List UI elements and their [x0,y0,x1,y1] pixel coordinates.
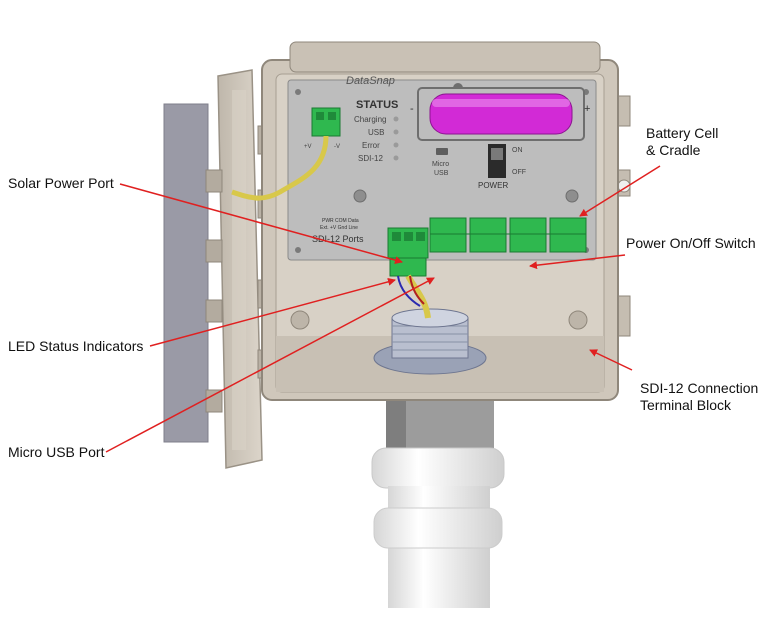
status-heading: STATUS [356,99,398,111]
mounting-plate [163,103,209,443]
mounting-pipe [371,380,505,608]
arrow-battery-cell [579,165,661,217]
callout-solar-power-port: Solar Power Port [8,175,114,191]
callout-led-status-indicators: LED Status Indicators [8,338,144,354]
callout-battery-cell: Battery Cell & Cradle [646,125,718,159]
callout-power-switch: Power On/Off Switch [626,235,756,251]
battery-cell [417,87,585,141]
sdi12-connector [387,227,429,277]
callout-battery-cell-line1: Battery Cell [646,125,719,141]
cables [231,135,431,319]
power-switch [488,144,506,178]
device-brand: DataSnap [346,75,395,87]
solar-plus-label: +V [304,144,312,150]
solar-minus-label: -V [334,144,340,150]
enclosure-lid [205,69,263,469]
cable-gland [373,308,487,375]
sdi12-ports-label: SDI-12 Ports [312,234,364,244]
solar-connector [311,107,341,137]
arrow-power-switch [529,254,626,270]
status-item: SDI-12 [358,154,383,163]
micro-usb-port [436,148,448,155]
callout-battery-cell-line2: & Cradle [646,142,701,158]
arrow-sdi12-terminal-block [589,349,633,371]
status-list: Charging USB Error SDI-12 [354,115,386,163]
battery-plus-label: + [584,103,590,115]
power-label: POWER [478,181,508,190]
annotation-arrows [105,165,661,453]
callout-sdi12-terminal-block: SDI-12 Connection Terminal Block [640,380,758,414]
status-item: USB [368,128,384,137]
micro-usb-label: USB [434,170,449,177]
switch-off-label: OFF [512,169,526,176]
terminal-pin-label: PWR COM Data [322,218,359,224]
terminal-blocks [429,217,587,253]
arrow-solar-power-port [119,183,403,264]
battery-minus-label: - [410,103,414,115]
micro-usb-label: Micro [432,161,449,168]
terminal-pin-label: Ext. +V Gnd Line [320,225,358,231]
status-item: Error [362,141,380,150]
arrow-micro-usb-port [105,277,435,453]
led-indicators [393,116,399,161]
callout-micro-usb-port: Micro USB Port [8,444,105,460]
callout-sdi12-line1: SDI-12 Connection [640,380,759,396]
callout-sdi12-line2: Terminal Block [640,397,732,413]
arrow-led-status-indicators [149,277,396,347]
switch-on-label: ON [512,147,523,154]
status-item: Charging [354,115,386,124]
